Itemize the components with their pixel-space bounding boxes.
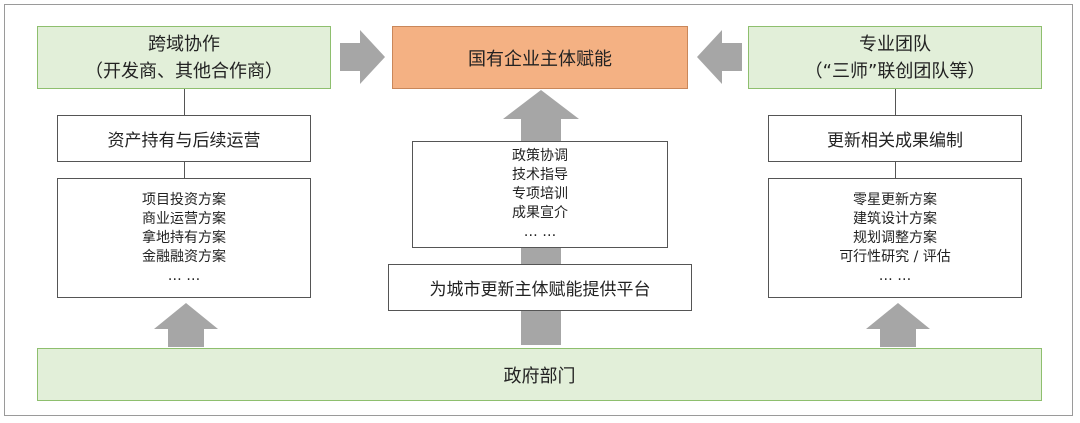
left-item-5: … … xyxy=(167,267,201,284)
arrow-right-to-center xyxy=(340,30,385,84)
left-item-3: 拿地持有方案 xyxy=(142,229,226,246)
right-header-line2: （“三师”联创团队等） xyxy=(804,60,986,82)
left-item-2: 商业运营方案 xyxy=(142,210,226,227)
right-item-4: 可行性研究 / 评估 xyxy=(839,248,951,265)
bottom-label: 政府部门 xyxy=(503,365,576,387)
right-item-2: 建筑设计方案 xyxy=(853,210,937,227)
left-item-4: 金融融资方案 xyxy=(142,248,226,265)
diagram-frame xyxy=(4,4,1073,416)
connector-right-lower xyxy=(895,162,896,178)
center-item-2: 技术指导 xyxy=(512,167,568,183)
right-item-3: 规划调整方案 xyxy=(853,229,937,246)
left-label-box: 资产持有与后续运营 xyxy=(57,115,311,162)
left-list-box: 项目投资方案 商业运营方案 拿地持有方案 金融融资方案 … … xyxy=(57,178,311,298)
right-label-box: 更新相关成果编制 xyxy=(768,115,1022,162)
connector-right-upper xyxy=(895,89,896,115)
left-header-line1: 跨域协作 xyxy=(148,33,220,55)
right-header-line1: 专业团队 xyxy=(859,33,931,55)
center-item-4: 成果宣介 xyxy=(512,205,568,221)
right-item-1: 零星更新方案 xyxy=(853,191,937,208)
left-header-line2: （开发商、其他合作商） xyxy=(85,60,283,82)
center-header: 国有企业主体赋能 xyxy=(468,48,612,70)
connector-left-upper xyxy=(184,89,185,115)
connector-left-lower xyxy=(184,162,185,178)
center-item-1: 政策协调 xyxy=(512,148,568,164)
right-item-5: … … xyxy=(878,267,912,284)
right-list-box: 零星更新方案 建筑设计方案 规划调整方案 可行性研究 / 评估 … … xyxy=(768,178,1022,298)
center-platform: 为城市更新主体赋能提供平台 xyxy=(429,280,651,300)
left-item-1: 项目投资方案 xyxy=(142,191,226,208)
bottom-government-box: 政府部门 xyxy=(37,348,1042,401)
center-list-box: 政策协调 技术指导 专项培训 成果宣介 … … xyxy=(412,141,668,248)
left-header-box: 跨域协作 （开发商、其他合作商） xyxy=(37,26,331,89)
center-item-3: 专项培训 xyxy=(512,186,568,202)
arrow-left-to-center xyxy=(697,30,742,84)
right-header-box: 专业团队 （“三师”联创团队等） xyxy=(748,26,1042,89)
right-label: 更新相关成果编制 xyxy=(827,131,963,151)
center-platform-box: 为城市更新主体赋能提供平台 xyxy=(388,264,692,311)
left-label: 资产持有与后续运营 xyxy=(107,131,261,151)
arrow-up-right xyxy=(866,303,930,347)
center-item-5: … … xyxy=(523,224,557,240)
center-header-box: 国有企业主体赋能 xyxy=(392,26,688,89)
arrow-up-left xyxy=(154,303,218,347)
